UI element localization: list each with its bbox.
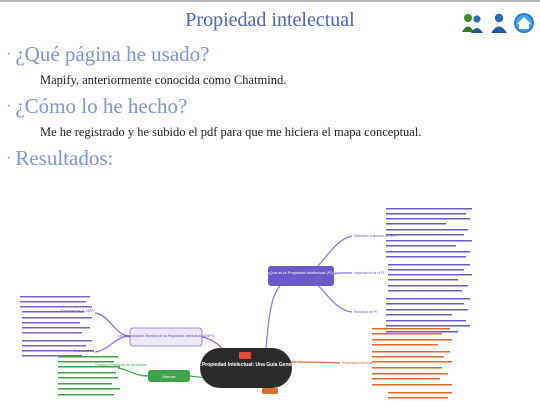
central-icon bbox=[239, 352, 251, 359]
slide-title: Propiedad intelectual bbox=[185, 9, 355, 31]
purple-sub-1: Definición y alcance de la PI bbox=[354, 234, 397, 238]
user-icon[interactable] bbox=[491, 13, 507, 33]
left-connector bbox=[94, 312, 131, 337]
purple-connector bbox=[264, 275, 301, 361]
home-icon[interactable] bbox=[514, 13, 534, 33]
body-como: Me he registrado y he subido el pdf para… bbox=[40, 125, 422, 139]
green-connector bbox=[117, 367, 149, 377]
heading-pagina: ·¿Qué página he usado? bbox=[6, 42, 210, 67]
heading-como-text: ¿Cómo lo he hecho? bbox=[15, 94, 188, 118]
green-branch-node bbox=[148, 370, 190, 382]
green-sub-1: Función y Protección de las Marcas bbox=[96, 363, 147, 367]
green-detail-lines bbox=[58, 356, 120, 396]
heading-resultados-text: Resultados: bbox=[15, 146, 114, 170]
purple-sub-2: Importancia de la PI bbox=[354, 271, 384, 275]
users-icon[interactable] bbox=[462, 14, 483, 33]
left-branch-label: La Organización Mundial de la Propiedad … bbox=[118, 334, 214, 338]
heading-como: ·¿Cómo lo he hecho? bbox=[6, 94, 187, 119]
left-sub-1: Funciones de la OMPI bbox=[60, 309, 94, 313]
purple-branch-node bbox=[268, 266, 334, 286]
purple-branch-label: ¿Qué es la Propiedad Intelectual (PI)? bbox=[267, 270, 336, 275]
purple-sub-3: Recursos de PI bbox=[354, 310, 377, 314]
central-label: La Propiedad Intelectual: Una Guía Gener… bbox=[195, 362, 298, 368]
left-branch-node bbox=[129, 327, 203, 347]
nav-icons bbox=[462, 13, 534, 33]
left-connector bbox=[94, 335, 131, 353]
bullet: · bbox=[6, 150, 12, 167]
orange-detail-lines bbox=[372, 328, 452, 399]
orange-branch-stub bbox=[262, 388, 278, 394]
bullet: · bbox=[6, 46, 12, 63]
left-sub-2: Innovaciones bbox=[74, 349, 94, 353]
heading-resultados: ·Resultados: bbox=[6, 146, 113, 171]
mind-map-image: ¿Qué es la Propiedad Intelectual (PI)? D… bbox=[20, 208, 472, 399]
left-detail-lines bbox=[20, 296, 94, 357]
top-rule bbox=[0, 0, 540, 2]
central-node bbox=[200, 348, 292, 388]
body-pagina: Mapify, anteriormente conocida como Chat… bbox=[40, 73, 287, 87]
purple-detail-lines bbox=[386, 208, 472, 333]
bullet: · bbox=[6, 98, 12, 115]
orange-connector bbox=[289, 361, 341, 364]
green-branch-label: Marcas bbox=[162, 374, 175, 379]
orange-sub-1: Propiedad Industrial bbox=[342, 361, 372, 365]
heading-pagina-text: ¿Qué página he usado? bbox=[15, 42, 210, 66]
